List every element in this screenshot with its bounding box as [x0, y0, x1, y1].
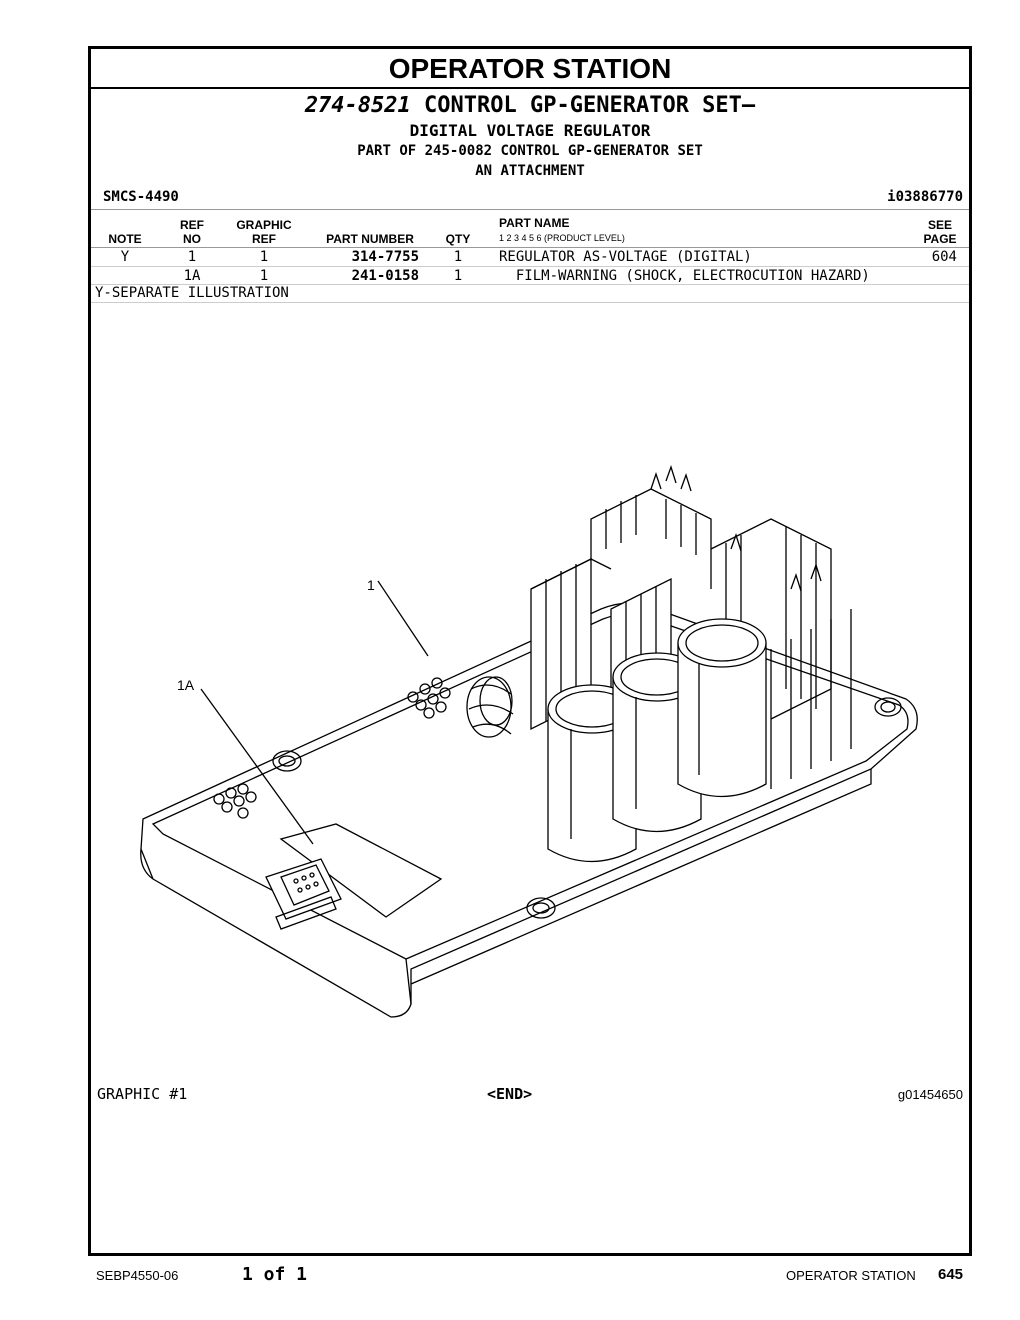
row-2-ref: 1A — [183, 268, 201, 284]
product-level-scale: 1 2 3 4 5 6 (PRODUCT LEVEL) — [499, 233, 625, 243]
col-ref-bottom: NO — [183, 232, 201, 246]
row-1-part-name: REGULATOR AS-VOLTAGE (DIGITAL) — [499, 249, 752, 265]
smcs-code: SMCS-4490 — [103, 189, 179, 205]
col-part-number: PART NUMBER — [326, 232, 414, 246]
col-see-bottom: PAGE — [923, 232, 957, 246]
callout-1: 1 — [367, 577, 375, 593]
footer-doc-number: SEBP4550-06 — [96, 1268, 179, 1283]
divider — [91, 247, 969, 248]
callout-1a: 1A — [177, 677, 195, 693]
regulator-illustration — [140, 464, 918, 1018]
row-1-qty: 1 — [453, 249, 463, 265]
row-1-part-number: 314-7755 — [351, 249, 419, 265]
divider — [91, 302, 969, 303]
group-dash: – — [741, 93, 756, 118]
separate-illustration-note: Y-SEPARATE ILLUSTRATION — [95, 285, 289, 301]
row-2-graphic: 1 — [259, 268, 269, 284]
col-ref-top: REF — [180, 218, 204, 232]
footer-page-of: 1 of 1 — [242, 1264, 308, 1285]
col-graphic-bottom: REF — [252, 232, 276, 246]
group-subtitle: DIGITAL VOLTAGE REGULATOR — [409, 121, 651, 140]
col-part-name: PART NAME — [499, 216, 570, 230]
row-2-part-name: FILM-WARNING (SHOCK, ELECTROCUTION HAZAR… — [499, 268, 870, 284]
group-attachment: AN ATTACHMENT — [475, 163, 585, 179]
footer-section: OPERATOR STATION — [786, 1268, 916, 1283]
divider — [91, 209, 969, 210]
page-title: OPERATOR STATION — [91, 49, 969, 89]
graphic-id: g01454650 — [897, 1087, 963, 1102]
divider — [91, 266, 969, 267]
col-note: NOTE — [108, 232, 142, 246]
group-name: CONTROL GP-GENERATOR SET — [424, 93, 742, 118]
row-1-graphic: 1 — [259, 249, 269, 265]
page-frame: OPERATOR STATION 274-8521 CONTROL GP-GEN… — [88, 46, 972, 1256]
row-1-note: Y — [120, 249, 130, 265]
col-graphic-top: GRAPHIC — [236, 218, 292, 232]
row-1-see-page: 604 — [931, 249, 957, 265]
end-marker: <END> — [487, 1085, 533, 1103]
group-part-of: PART OF 245-0082 CONTROL GP-GENERATOR SE… — [357, 143, 703, 159]
row-2-qty: 1 — [453, 268, 463, 284]
footer-page-number: 645 — [938, 1266, 964, 1283]
row-1-ref: 1 — [187, 249, 197, 265]
col-qty: QTY — [445, 232, 471, 246]
group-number: 274-8521 — [304, 93, 411, 118]
divider — [91, 284, 969, 285]
graphic-label: GRAPHIC #1 — [97, 1085, 188, 1103]
group-title: 274-8521 CONTROL GP-GENERATOR SET– — [91, 93, 969, 118]
row-2-part-number: 241-0158 — [351, 268, 419, 284]
info-id: i03886770 — [887, 189, 963, 205]
col-see-top: SEE — [927, 218, 952, 232]
